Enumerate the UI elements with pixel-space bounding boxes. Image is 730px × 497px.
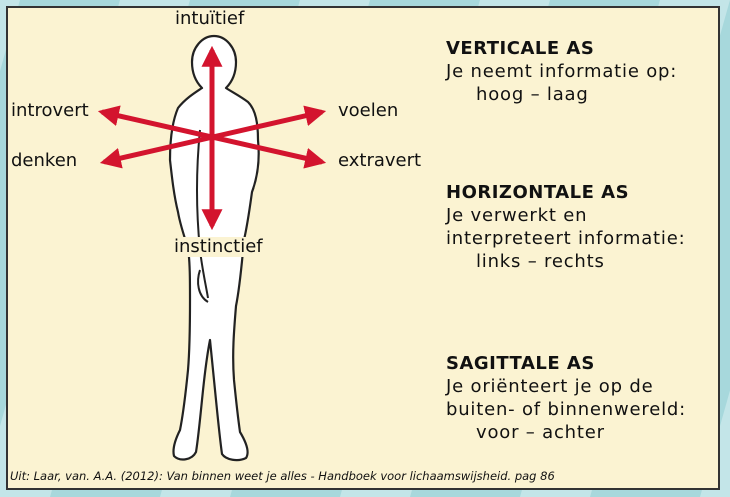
section-heading: SAGITTALE AS [446, 353, 686, 375]
label-introvert: introvert [11, 101, 89, 121]
label-instinctief: instinctief [174, 237, 263, 257]
section-horizontale-as: HORIZONTALE AS Je verwerkt en interprete… [446, 182, 685, 273]
section-text: buiten- of binnenwereld: [446, 398, 686, 421]
section-text: Je verwerkt en [446, 204, 685, 227]
section-verticale-as: VERTICALE AS Je neemt informatie op: hoo… [446, 38, 677, 106]
section-text: Je neemt informatie op: [446, 60, 677, 83]
section-heading: HORIZONTALE AS [446, 182, 685, 204]
section-poles: links – rechts [446, 250, 685, 273]
label-voelen: voelen [338, 101, 398, 121]
label-extravert: extravert [338, 151, 421, 171]
section-heading: VERTICALE AS [446, 38, 677, 60]
section-poles: hoog – laag [446, 83, 677, 106]
source-caption: Uit: Laar, van. A.A. (2012): Van binnen … [10, 469, 555, 483]
section-poles: voor – achter [446, 421, 686, 444]
section-sagittale-as: SAGITTALE AS Je oriënteert je op de buit… [446, 353, 686, 444]
section-text: Je oriënteert je op de [446, 375, 686, 398]
label-intuitief: intuïtief [175, 9, 244, 29]
label-denken: denken [11, 151, 77, 171]
section-text: interpreteert informatie: [446, 227, 685, 250]
